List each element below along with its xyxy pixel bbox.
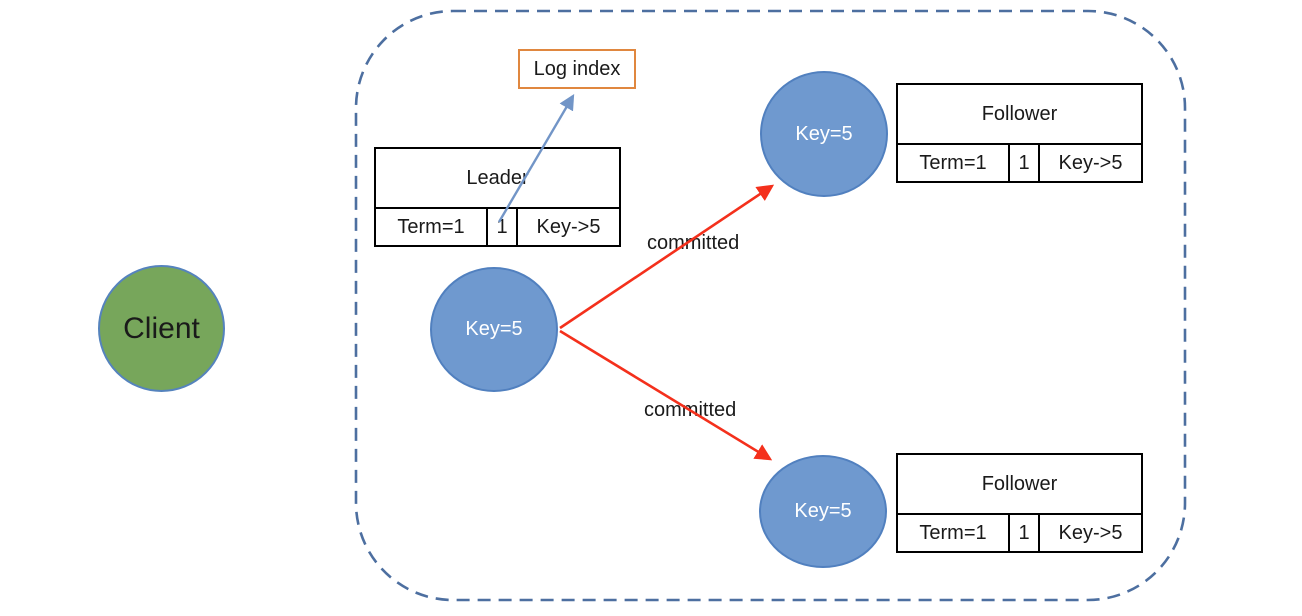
follower-log-table-top: Follower Term=1 1 Key->5 [896,83,1143,183]
follower-bottom-logindex-cell: 1 [1010,515,1040,551]
commit-arrow-bottom [559,329,773,461]
follower-node-bottom: Key=5 [759,455,887,568]
leader-table-row: Term=1 1 Key->5 [376,209,619,245]
follower-node-bottom-label: Key=5 [794,500,852,522]
follower-bottom-table-row: Term=1 1 Key->5 [898,515,1141,551]
follower-top-table-row: Term=1 1 Key->5 [898,145,1141,181]
committed-label-bottom: committed [644,399,737,421]
follower-bottom-entry-cell: Key->5 [1058,521,1123,544]
follower-node-top-label: Key=5 [795,122,853,145]
follower-top-entry-cell: Key->5 [1058,151,1123,174]
follower-node-top: Key=5 [760,71,888,197]
leader-term-cell: Term=1 [376,209,488,245]
leader-node-label: Key=5 [465,318,523,340]
log-index-label: Log index [533,57,621,80]
follower-top-logindex-cell: 1 [1010,145,1040,181]
follower-bottom-table-title: Follower [898,455,1141,515]
leader-logindex-cell: 1 [488,209,518,245]
log-index-box: Log index [518,49,636,89]
leader-log-table: Leader Term=1 1 Key->5 [374,147,621,247]
committed-label-top: committed [647,232,740,254]
follower-bottom-term-cell: Term=1 [898,515,1010,551]
client-node: Client [98,265,225,392]
leader-entry-cell: Key->5 [536,215,601,238]
leader-node: Key=5 [430,267,558,392]
follower-top-term-cell: Term=1 [898,145,1010,181]
follower-top-table-title: Follower [898,85,1141,145]
leader-table-title: Leader [376,149,619,209]
client-node-label: Client [123,311,200,345]
follower-log-table-bottom: Follower Term=1 1 Key->5 [896,453,1143,553]
